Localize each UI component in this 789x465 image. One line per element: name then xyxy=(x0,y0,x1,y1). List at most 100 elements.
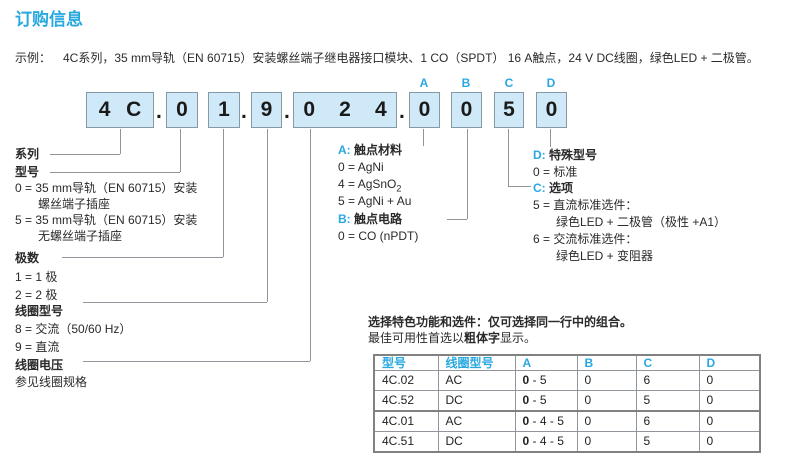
table-row: 4C.51 DC 0 - 4 - 5 0 5 0 xyxy=(373,431,761,453)
connector-line xyxy=(50,172,180,173)
legend-a-option: 5 = AgNi + Au xyxy=(338,194,412,208)
cell-b: 0 xyxy=(576,370,637,391)
cell-a: 0 - 5 xyxy=(514,390,578,412)
page-title: 订购信息 xyxy=(15,10,83,29)
cell-b: 0 xyxy=(576,431,637,453)
poles-option: 1 = 1 极 xyxy=(15,270,58,284)
dot-separator: . xyxy=(241,100,247,123)
cell-model: 4C.51 xyxy=(373,431,439,453)
code-letter-d: D xyxy=(546,76,556,90)
example-label: 示例： xyxy=(15,51,52,65)
code-letter-c: C xyxy=(504,76,514,90)
cell-b: 0 xyxy=(576,390,637,412)
cell-c: 6 xyxy=(635,410,700,432)
poles-label: 极数 xyxy=(15,251,40,265)
connector-line xyxy=(83,361,310,362)
table-row: 4C.02 AC 0 - 5 0 6 0 xyxy=(373,370,761,391)
legend-d-title: D: 特殊型号 xyxy=(533,148,598,162)
cell-model: 4C.52 xyxy=(373,390,439,412)
cell-a: 0 - 4 - 5 xyxy=(514,410,578,432)
connector-line xyxy=(267,129,268,302)
type-option-cont: 无螺丝端子插座 xyxy=(38,229,123,243)
part-box-coil-voltage: 024 xyxy=(293,92,397,128)
legend-c-title: C: 选项 xyxy=(533,181,574,195)
legend-a-option: 4 = AgSnO2 xyxy=(338,177,402,194)
col-header-coil: 线圈型号 xyxy=(437,354,516,371)
connector-line xyxy=(508,129,509,186)
legend-b-option: 0 = CO (nPDT) xyxy=(338,229,419,243)
legend-d-option: 0 = 标准 xyxy=(533,165,578,179)
part-box-d: 0 xyxy=(536,92,567,128)
cell-coil: DC xyxy=(437,431,516,453)
type-option: 5 = 35 mm导轨（EN 60715）安装 xyxy=(15,213,198,227)
col-header-b: B xyxy=(576,354,637,371)
legend-b-prefix: B: xyxy=(338,212,351,226)
part-box-poles: 1 xyxy=(208,92,240,128)
legend-c-prefix: C: xyxy=(533,181,546,195)
cell-b: 0 xyxy=(576,410,637,432)
cell-coil: DC xyxy=(437,390,516,412)
cell-model: 4C.02 xyxy=(373,370,439,391)
type-label: 型号 xyxy=(15,165,40,179)
legend-c-option-cont: 绿色LED + 二极管（极性 +A1） xyxy=(556,215,727,229)
connector-line xyxy=(467,129,468,219)
cell-d: 0 xyxy=(698,390,761,412)
legend-c-option-cont: 绿色LED + 变阻器 xyxy=(556,249,654,263)
part-box-c: 5 xyxy=(494,92,524,128)
type-option-cont: 螺丝端子插座 xyxy=(38,197,111,211)
col-header-d: D xyxy=(698,354,761,371)
table-row: 4C.52 DC 0 - 5 0 5 0 xyxy=(373,390,761,412)
poles-option: 2 = 2 极 xyxy=(15,288,58,302)
example-text: 4C系列，35 mm导轨（EN 60715）安装螺丝端子继电器接口模块、1 CO… xyxy=(63,51,759,65)
part-box-a: 0 xyxy=(409,92,440,128)
connector-line xyxy=(83,302,267,303)
coil-version-option: 8 = 交流（50/60 Hz） xyxy=(15,322,132,336)
cell-c: 6 xyxy=(635,370,700,391)
cell-d: 0 xyxy=(698,431,761,453)
part-box-coil-version: 9 xyxy=(251,92,282,128)
part-box-series: 4C xyxy=(86,92,154,128)
cell-a: 0 - 4 - 5 xyxy=(514,431,578,453)
coil-voltage-label: 线圈电压 xyxy=(15,358,64,372)
legend-c-option: 6 = 交流标准选件： xyxy=(533,232,638,246)
legend-a-option: 0 = AgNi xyxy=(338,160,384,174)
series-label: 系列 xyxy=(15,147,40,161)
connector-line xyxy=(508,186,531,187)
dot-separator: . xyxy=(284,100,290,123)
connector-line xyxy=(50,154,120,155)
cell-model: 4C.01 xyxy=(373,410,439,432)
cell-coil: AC xyxy=(437,370,516,391)
connector-line xyxy=(550,129,551,147)
part-box-type: 0 xyxy=(166,92,198,128)
connector-line xyxy=(223,129,224,257)
legend-c-option: 5 = 直流标准选件： xyxy=(533,198,638,212)
coil-version-label: 线圈型号 xyxy=(15,304,64,318)
cell-a: 0 - 5 xyxy=(514,370,578,391)
dot-separator: . xyxy=(156,100,162,123)
coil-version-option: 9 = 直流 xyxy=(15,340,60,354)
cell-coil: AC xyxy=(437,410,516,432)
col-header-model: 型号 xyxy=(373,354,439,371)
legend-a-prefix: A: xyxy=(338,143,351,157)
code-letter-a: A xyxy=(419,76,429,90)
connector-line xyxy=(423,129,424,146)
cell-c: 5 xyxy=(635,431,700,453)
connector-line xyxy=(310,129,311,361)
code-letter-b: B xyxy=(461,76,471,90)
cell-c: 5 xyxy=(635,390,700,412)
connector-line xyxy=(447,219,467,220)
col-header-c: C xyxy=(635,354,700,371)
col-header-a: A xyxy=(514,354,578,371)
connector-line xyxy=(62,257,223,258)
table-row: 4C.01 AC 0 - 4 - 5 0 6 0 xyxy=(373,410,761,432)
legend-a-title: A: 触点材料 xyxy=(338,143,403,157)
selection-note-line2: 最佳可用性首选以粗体字显示。 xyxy=(368,331,537,345)
selection-note-line1: 选择特色功能和选件：仅可选择同一行中的组合。 xyxy=(368,315,633,329)
legend-d-prefix: D: xyxy=(533,148,546,162)
coil-voltage-note: 参见线圈规格 xyxy=(15,375,88,389)
selection-table: 型号 线圈型号 A B C D 4C.02 AC 0 - 5 0 6 0 4C.… xyxy=(373,354,761,453)
legend-b-title: B: 触点电路 xyxy=(338,212,403,226)
connector-line xyxy=(180,129,181,172)
table-header-row: 型号 线圈型号 A B C D xyxy=(373,354,761,371)
